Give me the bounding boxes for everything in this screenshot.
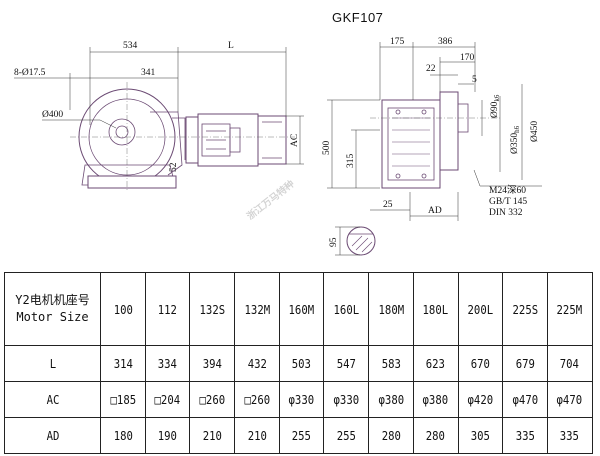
table-row: L 314 334 394 432 503 547 583 623 670 67… bbox=[5, 345, 593, 382]
dim-534: 534 bbox=[123, 41, 138, 51]
table-cell: 210 bbox=[237, 417, 277, 454]
thread-note-2: GB/T 145 bbox=[489, 197, 527, 207]
dim-dia-400: Ø400 bbox=[42, 110, 63, 120]
size-cell: 225M bbox=[550, 272, 590, 346]
table-row: AC □185 □204 □260 □260 φ330 φ330 φ380 φ3… bbox=[5, 381, 593, 418]
table-cell: φ470 bbox=[550, 381, 590, 418]
drawing-title: GKF107 bbox=[332, 10, 383, 25]
dim-22: 22 bbox=[426, 64, 436, 74]
table-cell: 334 bbox=[148, 345, 187, 382]
front-view: 175 386 170 22 5 Ø90k6 Ø350h6 Ø450 500 3… bbox=[322, 37, 542, 256]
thread-note-1: M24深60 bbox=[489, 185, 526, 196]
dim-AC: AC bbox=[290, 134, 300, 147]
table-cell: 255 bbox=[282, 417, 322, 454]
table-cell: 190 bbox=[148, 417, 187, 454]
size-cell: 160M bbox=[282, 272, 322, 346]
holes-label: 8-Ø17.5 bbox=[14, 68, 46, 78]
table-cell: 255 bbox=[326, 417, 366, 454]
table-cell: 280 bbox=[371, 417, 411, 454]
table-cell: 280 bbox=[416, 417, 456, 454]
table-cell: □260 bbox=[192, 381, 232, 418]
header-label-en: Motor Size bbox=[16, 310, 89, 324]
table-cell: 503 bbox=[282, 345, 322, 382]
dim-25: 25 bbox=[383, 200, 393, 210]
size-cell: 100 bbox=[103, 272, 143, 346]
size-cell: 132S bbox=[192, 272, 232, 346]
size-cell: 225S bbox=[505, 272, 545, 346]
size-cell: 180M bbox=[371, 272, 411, 346]
thread-note-3: DIN 332 bbox=[489, 208, 523, 218]
dim-95: 95 bbox=[329, 237, 339, 247]
size-cell: 200L bbox=[460, 272, 500, 346]
table-cell: φ330 bbox=[282, 381, 322, 418]
table-cell: 670 bbox=[460, 345, 500, 382]
row-label: AC bbox=[11, 381, 94, 418]
table-cell: 679 bbox=[505, 345, 545, 382]
table-cell: 432 bbox=[237, 345, 277, 382]
table-row: AD 180 190 210 210 255 255 280 280 305 3… bbox=[5, 417, 593, 454]
dim-AD: AD bbox=[428, 206, 442, 216]
table-cell: 394 bbox=[192, 345, 232, 382]
table-cell: φ420 bbox=[460, 381, 500, 418]
table-cell: φ380 bbox=[416, 381, 456, 418]
watermark: 浙江万马特种 bbox=[244, 178, 297, 223]
dim-170: 170 bbox=[460, 53, 475, 63]
dim-dia-450: Ø450 bbox=[530, 121, 540, 142]
table-cell: 314 bbox=[103, 345, 143, 382]
table-header-label: Y2电机机座号 Motor Size bbox=[4, 272, 101, 346]
size-cell: 160L bbox=[326, 272, 366, 346]
table-cell: □185 bbox=[103, 381, 143, 418]
table-cell: 305 bbox=[460, 417, 500, 454]
svg-text:浙江万马特种: 浙江万马特种 bbox=[244, 178, 297, 223]
size-cell: 132M bbox=[237, 272, 277, 346]
table-cell: 623 bbox=[416, 345, 456, 382]
size-cell: 180L bbox=[416, 272, 456, 346]
table-cell: 210 bbox=[192, 417, 232, 454]
size-cell: 112 bbox=[148, 272, 187, 346]
side-view: 534 L 8-Ø17.5 341 Ø400 52 AC bbox=[14, 41, 304, 192]
table-cell: □204 bbox=[148, 381, 187, 418]
technical-drawing: 浙江万马特种 GKF107 534 L bbox=[14, 10, 542, 256]
row-label: AD bbox=[11, 417, 94, 454]
table-cell: 335 bbox=[505, 417, 545, 454]
table-cell: 583 bbox=[371, 345, 411, 382]
table-cell: φ470 bbox=[505, 381, 545, 418]
dim-52: 52 bbox=[169, 162, 179, 172]
header-label-zh: Y2电机机座号 bbox=[15, 293, 90, 307]
table-cell: φ380 bbox=[371, 381, 411, 418]
table-cell: 547 bbox=[326, 345, 366, 382]
dim-500: 500 bbox=[322, 141, 332, 156]
table-cell: □260 bbox=[237, 381, 277, 418]
table-header-row: Y2电机机座号 Motor Size 100 112 132S 132M 160… bbox=[4, 272, 593, 346]
dim-315: 315 bbox=[346, 154, 356, 169]
dim-341: 341 bbox=[141, 68, 156, 78]
dim-175: 175 bbox=[390, 37, 405, 47]
row-label: L bbox=[11, 345, 94, 382]
table-cell: 704 bbox=[550, 345, 590, 382]
table-cell: φ330 bbox=[326, 381, 366, 418]
table-cell: 335 bbox=[550, 417, 590, 454]
dim-dia-90: Ø90k6 bbox=[490, 94, 501, 118]
dim-dia-350: Ø350h6 bbox=[510, 125, 521, 154]
dim-5: 5 bbox=[472, 75, 477, 85]
table-cell: 180 bbox=[103, 417, 143, 454]
motor-size-table: Y2电机机座号 Motor Size 100 112 132S 132M 160… bbox=[4, 272, 593, 454]
dim-L: L bbox=[228, 41, 234, 51]
dim-386: 386 bbox=[438, 37, 453, 47]
